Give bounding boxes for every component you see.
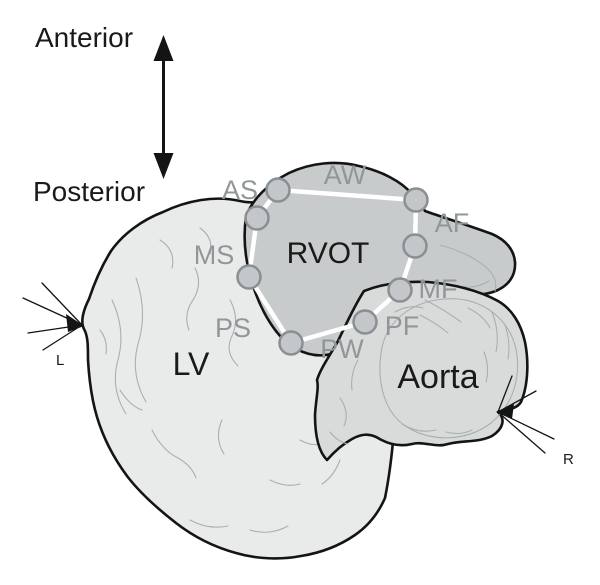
left-marker-lines: [22, 282, 83, 351]
polygon-node-pw: [278, 330, 304, 356]
lv-label: LV: [173, 346, 210, 382]
polygon-nodes: [236, 177, 429, 356]
left-marker-label: L: [56, 352, 64, 369]
polygon-node-af: [402, 233, 428, 259]
segment-label-aw: AW: [324, 160, 367, 190]
segment-label-ms: MS: [194, 240, 235, 270]
aorta-annulus-ring: [379, 298, 519, 439]
polygon-node-pf: [352, 309, 378, 335]
rvot-label: RVOT: [287, 237, 370, 270]
polygon-node-mf: [387, 277, 413, 303]
region-labels: RVOT LV Aorta: [173, 237, 479, 396]
right-marker-label: R: [563, 451, 574, 468]
polygon-node-aw-af: [403, 187, 429, 213]
segment-label-pw: PW: [320, 334, 364, 364]
segment-label-pf: PF: [385, 311, 420, 341]
right-marker-lines: [497, 375, 555, 454]
right-marker: R: [496, 375, 574, 468]
aorta-texture-lines: [329, 299, 510, 445]
right-marker-arrowhead-icon: [496, 404, 514, 419]
polygon-node-ms: [236, 264, 262, 290]
arrowhead-up-icon: [153, 35, 174, 61]
anterior-label: Anterior: [35, 22, 133, 53]
segment-labels: AS AW AF MS MF PS PF PW: [194, 160, 470, 364]
segment-label-mf: MF: [419, 274, 458, 304]
segment-label-as: AS: [222, 175, 258, 205]
left-marker-arrowhead-icon: [66, 314, 84, 332]
segment-label-af: AF: [435, 208, 470, 238]
segment-label-ps: PS: [215, 313, 251, 343]
aorta-label: Aorta: [397, 358, 478, 396]
polygon-node-as: [265, 177, 291, 203]
left-marker: L: [22, 282, 84, 369]
orientation-indicator: Anterior Posterior: [33, 22, 174, 207]
polygon-node-as-lower: [244, 205, 270, 231]
arrowhead-down-icon: [153, 153, 174, 179]
posterior-label: Posterior: [33, 176, 145, 207]
